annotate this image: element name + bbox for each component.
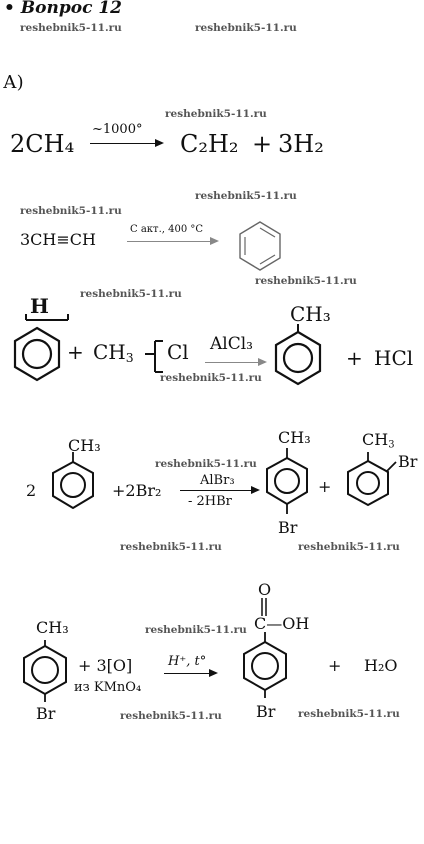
watermark: reshebnik5-11.ru [145,624,247,636]
benzene-ring-icon [13,326,61,382]
watermark: reshebnik5-11.ru [20,205,122,217]
r3-reagent-cl: Cl [167,340,189,364]
r5-reactant-top: CH₃ [36,618,69,637]
r4-p2-top: CH3 [362,430,395,450]
watermark: reshebnik5-11.ru [298,708,400,720]
r1-product: C₂H₂ [180,130,239,158]
r4-p2-sub: 3 [388,439,395,451]
r2-reactant: 3CH≡CH [20,230,96,249]
watermark: reshebnik5-11.ru [160,372,262,384]
benzene-ring-icon [266,448,308,514]
r5-product-bottom: Br [256,702,276,721]
r4-reagent: +2Br₂ [112,481,161,500]
r3-bracket-icon [25,314,69,321]
r3-reagent-sub: 3 [125,350,134,366]
r5-oxidant: + 3[O] [78,656,133,675]
double-bond-icon [261,598,267,616]
r3-byproduct: HCl [374,346,414,370]
r1-plus: + [252,130,273,158]
watermark: reshebnik5-11.ru [120,541,222,553]
benzene-ring-icon [347,452,397,507]
r3-catalyst: AlCl₃ [210,334,253,354]
benzene-ring-icon [239,221,281,271]
watermark: reshebnik5-11.ru [195,190,297,202]
watermark: reshebnik5-11.ru [20,22,122,34]
r4-p1-top: CH₃ [278,428,311,447]
watermark: reshebnik5-11.ru [80,288,182,300]
benzene-ring-icon [274,324,322,386]
r3-plus: + [67,340,84,364]
r3-cl-bracket-icon [145,340,163,373]
r4-plus2: + [318,477,332,496]
r4-minus: - 2HBr [188,494,232,509]
benzene-ring-icon [52,452,94,510]
r4-reagent-formula: 2Br₂ [125,481,162,500]
r5-acid-group: C—OH [254,614,310,633]
r5-reactant-bottom: Br [36,704,56,723]
watermark: reshebnik5-11.ru [165,108,267,120]
benzene-ring-icon [23,640,67,702]
part-label: А) [3,72,24,93]
r4-catalyst: AlBr₃ [200,473,235,488]
r5-condition: H⁺, t° [168,654,207,669]
r4-plus: + [112,481,126,500]
r2-arrow [127,237,219,245]
watermark: reshebnik5-11.ru [255,275,357,287]
r1-condition: ~1000° [92,122,143,137]
question-title: • Вопрос 12 [4,0,123,18]
r2-condition: C акт., 400 °C [130,224,204,235]
r1-byproduct: 3H₂ [278,130,324,158]
r4-p2-side: Br [398,452,418,471]
watermark: reshebnik5-11.ru [195,22,297,34]
r3-reagent-ch3: CH3 [93,340,134,365]
r4-p1-bottom: Br [278,518,298,537]
r4-reactant-sub: CH₃ [68,436,101,455]
r5-oxidant-source: из KMnO₄ [74,680,142,695]
watermark: reshebnik5-11.ru [155,458,257,470]
r5-carbonyl-o: O [258,580,272,599]
benzene-ring-icon [243,632,287,698]
r4-p2-ch: CH [362,430,389,449]
r3-arrow [205,358,267,366]
r4-arrow [180,486,260,494]
r5-plus: + [328,656,342,675]
r3-reagent-ch: CH [93,340,126,364]
r1-arrow [90,139,164,147]
r4-coefficient: 2 [26,481,37,500]
r5-byproduct: H₂O [364,656,398,675]
watermark: reshebnik5-11.ru [120,710,222,722]
r5-arrow [164,669,218,677]
watermark: reshebnik5-11.ru [298,541,400,553]
r1-reactant: 2CH₄ [10,130,75,158]
r3-product-sub: CH₃ [290,302,331,326]
r3-sub-on-benzene: H [30,294,49,318]
r3-plus2: + [346,346,363,370]
